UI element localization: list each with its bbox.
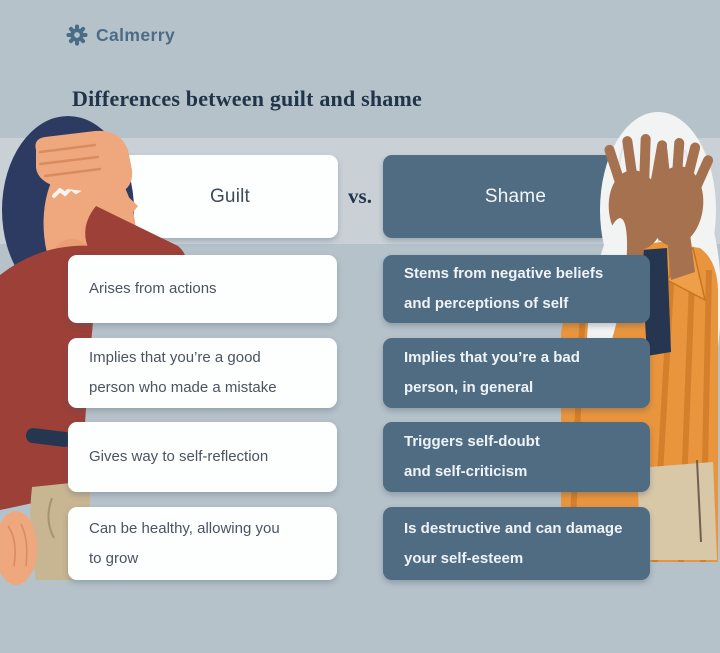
guilt-header-label: Guilt — [209, 185, 251, 207]
guilt-card-row-1: Arises from actions — [68, 255, 337, 323]
guilt-text-row-1: Arises from actions — [89, 280, 217, 297]
shame-header-label: Shame — [484, 185, 547, 207]
shame-card-row-2: Implies that you’re a bad person, in gen… — [383, 338, 650, 408]
shame-card-row-1: Stems from negative beliefs and percepti… — [383, 255, 650, 323]
shame-text-row-4: Is destructive and can damage your self-… — [404, 519, 623, 567]
vs-label: vs. — [348, 184, 372, 208]
shame-header-card: Shame — [383, 155, 648, 238]
shame-card-row-3: Triggers self-doubt and self-criticism — [383, 422, 650, 492]
shame-card-row-4: Is destructive and can damage your self-… — [383, 507, 650, 580]
calmerry-logo: Calmerry — [66, 24, 175, 46]
guilt-card-row-2: Implies that you’re a good person who ma… — [68, 338, 337, 408]
shame-text-row-1: Stems from negative beliefs and percepti… — [404, 265, 604, 312]
shame-text-row-3: Triggers self-doubt and self-criticism — [404, 433, 540, 480]
brand-name: Calmerry — [96, 24, 176, 45]
guilt-text-row-2: Implies that you’re a good person who ma… — [89, 349, 277, 396]
guilt-text-row-4: Can be healthy, allowing you to grow — [89, 519, 280, 567]
page-title: Differences between guilt and shame — [72, 86, 422, 111]
guilt-text-row-3: Gives way to self-reflection — [89, 448, 269, 465]
shame-text-row-2: Implies that you’re a bad person, in gen… — [404, 349, 580, 396]
guilt-card-row-3: Gives way to self-reflection — [68, 422, 337, 492]
guilt-card-row-4: Can be healthy, allowing you to grow — [68, 507, 337, 580]
guilt-header-card: Guilt — [122, 155, 338, 238]
gear-logo-icon — [66, 24, 88, 46]
